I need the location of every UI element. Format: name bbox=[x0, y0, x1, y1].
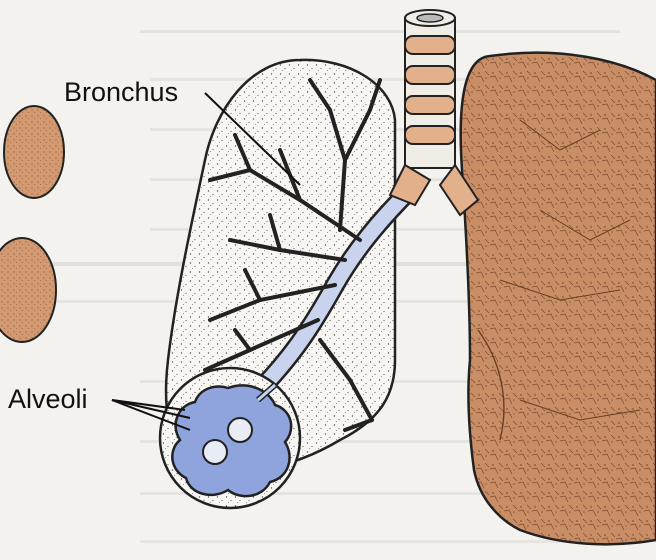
right-lung bbox=[461, 53, 656, 545]
alveoli-magnified bbox=[160, 368, 300, 508]
alveoli-label: Alveoli bbox=[8, 384, 88, 414]
adjacent-figure-fragments bbox=[0, 106, 64, 342]
bronchus-label: Bronchus bbox=[64, 77, 178, 107]
